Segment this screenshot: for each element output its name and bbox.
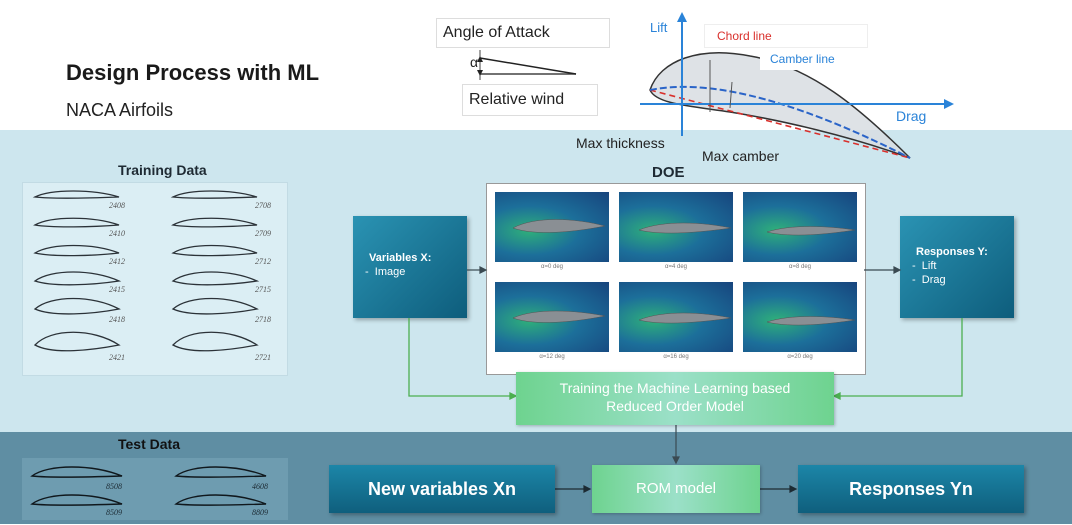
cfd-image [619, 192, 733, 262]
angle-of-attack-icon [477, 50, 577, 80]
cfd-caption: α=20 deg [787, 354, 813, 360]
cfd-image [495, 192, 609, 262]
training-airfoil-shapes [32, 190, 260, 352]
max-thickness-label: Max thickness [576, 135, 665, 151]
airfoil-code: 2410 [109, 229, 125, 238]
airfoil-code: 2418 [109, 315, 125, 324]
cfd-caption: α=0 deg [541, 264, 563, 270]
airfoil-code: 2709 [255, 229, 271, 238]
responses-yn-box: Responses Yn [798, 465, 1024, 513]
airfoil-code: 2718 [255, 315, 271, 324]
variables-x-box: Variables X: - Image [353, 216, 467, 318]
cfd-caption: α=8 deg [789, 264, 811, 270]
alpha-symbol: α [470, 54, 479, 70]
angle-of-attack-label: Angle of Attack [436, 18, 610, 48]
training-data-title: Training Data [118, 162, 207, 178]
responses-y-title: Responses Y: [916, 246, 988, 258]
airfoil-code: 2408 [109, 201, 125, 210]
responses-y-item: - Lift [912, 260, 937, 272]
cfd-caption: α=4 deg [665, 264, 687, 270]
page-title: Design Process with ML [66, 60, 320, 85]
cfd-image [619, 282, 733, 352]
airfoil-code: 2715 [255, 285, 271, 294]
camber-line-label: Camber line [760, 48, 910, 70]
responses-y-box: Responses Y: - Lift - Drag [900, 216, 1014, 318]
ml-rom-line2: Reduced Order Model [606, 398, 744, 414]
rom-model-box: ROM model [592, 465, 760, 513]
airfoil-code: 2421 [109, 353, 125, 362]
responses-y-item: - Drag [912, 274, 946, 286]
airfoil-code: 2708 [255, 201, 271, 210]
new-variables-box: New variables Xn [329, 465, 555, 513]
max-camber-label: Max camber [702, 148, 780, 164]
relative-wind-label: Relative wind [462, 84, 598, 116]
test-airfoil-panel: 8508 8509 4608 8809 [22, 458, 288, 520]
cfd-image [495, 282, 609, 352]
lift-axis-label: Lift [650, 20, 668, 35]
airfoil-code: 2721 [255, 353, 271, 362]
ml-rom-line1: Training the Machine Learning based [559, 380, 791, 396]
test-airfoil-shapes [30, 466, 267, 506]
airfoil-code: 8508 [106, 482, 122, 491]
doe-title: DOE [652, 164, 685, 181]
airfoil-code: 4608 [252, 482, 268, 491]
chord-line-label: Chord line [704, 24, 868, 48]
cfd-caption: α=16 deg [663, 354, 689, 360]
test-data-title: Test Data [118, 436, 180, 452]
cfd-image [743, 282, 857, 352]
cfd-image [743, 192, 857, 262]
training-airfoil-panel: 2408 2410 2412 2415 2418 2421 2708 2709 … [22, 182, 288, 376]
airfoil-code: 8509 [106, 508, 122, 517]
airfoil-code: 2712 [255, 257, 271, 266]
airfoil-diagram [640, 12, 954, 159]
drag-axis-label: Drag [896, 108, 927, 124]
airfoil-code: 8809 [252, 508, 268, 517]
airfoil-code: 2412 [109, 257, 125, 266]
cfd-caption: α=12 deg [539, 354, 565, 360]
doe-image-grid: α=0 deg α=4 deg α=8 deg α=12 deg α=16 de… [486, 183, 866, 375]
variables-x-item: - Image [365, 266, 406, 278]
airfoil-code: 2415 [109, 285, 125, 294]
page-subtitle: NACA Airfoils [66, 100, 174, 120]
variables-x-title: Variables X: [369, 252, 432, 264]
ml-rom-training-box: Training the Machine Learning based Redu… [516, 372, 834, 425]
